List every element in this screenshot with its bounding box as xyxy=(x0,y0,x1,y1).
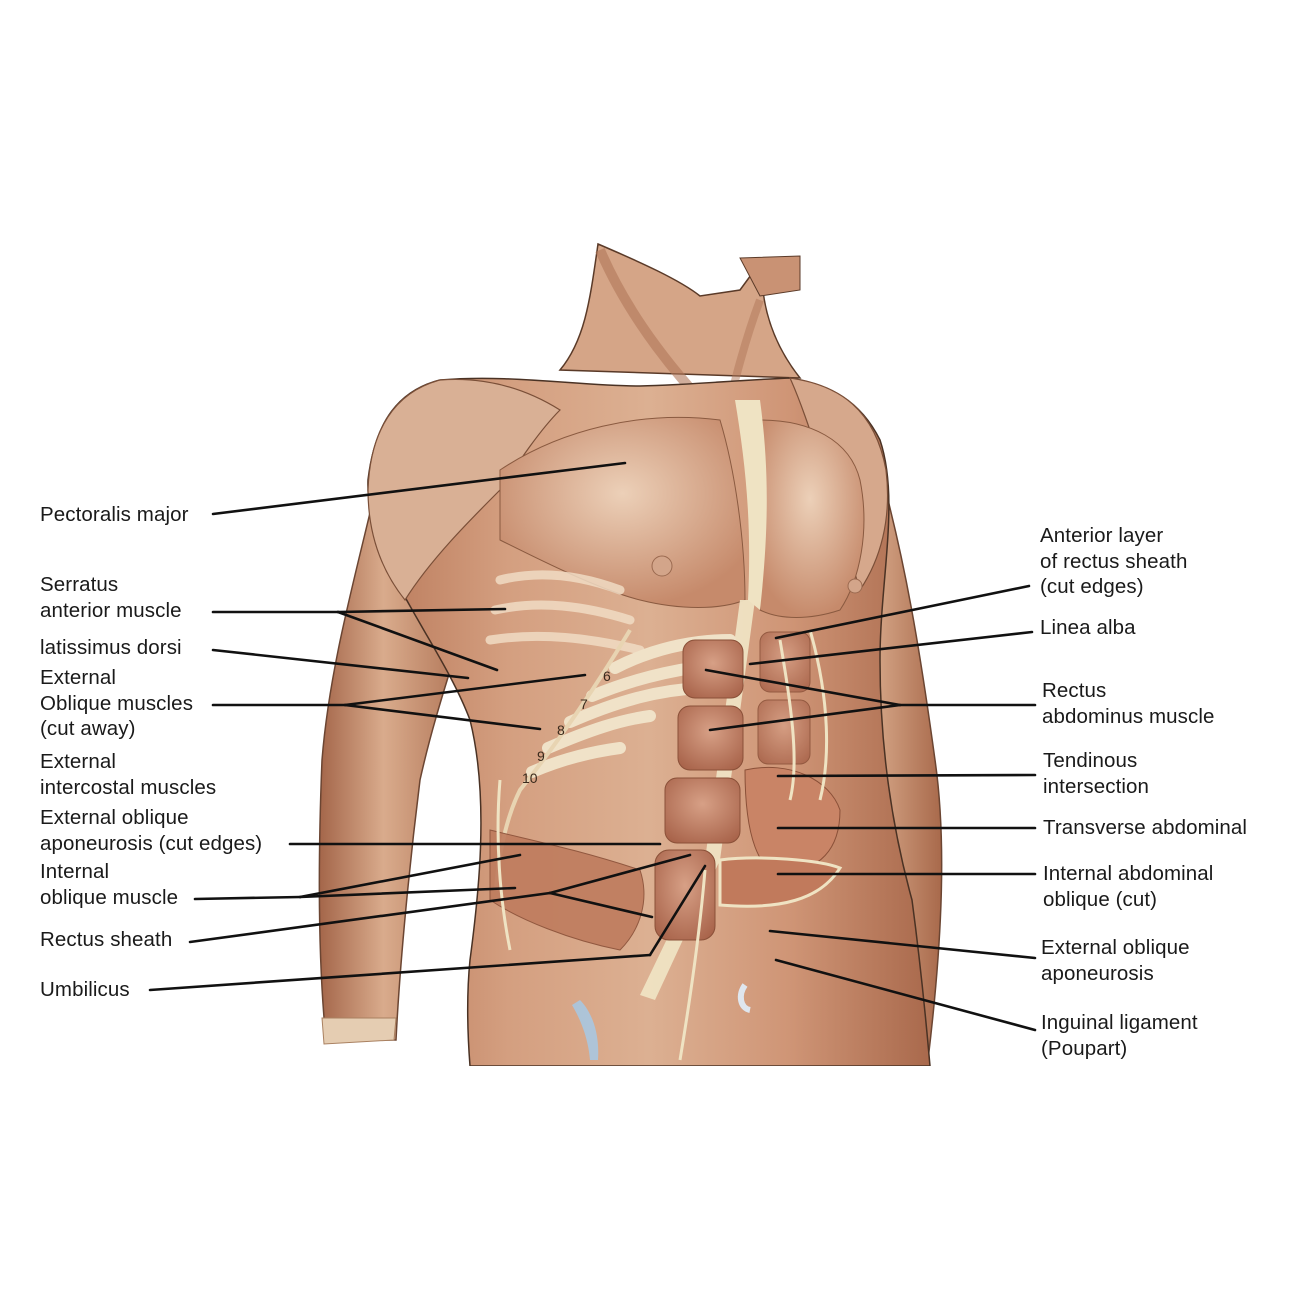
label-rectus-abdominus: Rectus abdominus muscle xyxy=(1042,679,1215,728)
leader-line-rectus-sheath xyxy=(548,891,654,919)
leader-line-umbilicus xyxy=(148,953,652,992)
label-internal-abdominal-oblique-cut: Internal abdominal oblique (cut) xyxy=(1043,862,1214,911)
right-wrist-retinaculum xyxy=(321,1017,397,1045)
label-internal-oblique: Internal oblique muscle xyxy=(40,860,179,909)
leader-line-latissimus-dorsi xyxy=(211,648,470,680)
label-inguinal-ligament: Inguinal ligament (Poupart) xyxy=(1041,1011,1198,1060)
serratus-anterior-slips xyxy=(485,570,645,655)
leader-line-serratus-anterior xyxy=(336,607,507,614)
linea-alba xyxy=(640,600,755,1000)
rib-number-9: 9 xyxy=(537,748,545,764)
leader-line-external-oblique-aponeurosis xyxy=(768,929,1037,960)
label-umbilicus: Umbilicus xyxy=(40,978,130,1001)
label-rectus-sheath: Rectus sheath xyxy=(40,928,173,951)
leader-line-internal-oblique xyxy=(298,853,522,899)
neck xyxy=(558,242,802,379)
internal-oblique-cut-region xyxy=(718,856,843,908)
leader-line-anterior-layer-rectus-sheath xyxy=(774,584,1031,640)
rib-number-10: 10 xyxy=(522,770,538,786)
leader-line-rectus-sheath xyxy=(548,853,692,895)
label-latissimus-dorsi: latissimus dorsi xyxy=(40,636,182,659)
leader-line-internal-oblique xyxy=(193,895,302,901)
right-deltoid xyxy=(367,378,561,602)
rib-number-8: 8 xyxy=(557,722,565,738)
leader-line-umbilicus xyxy=(648,864,707,957)
leader-line-internal-oblique xyxy=(298,886,517,899)
leader-line-linea-alba xyxy=(748,630,1034,666)
label-anterior-layer-rectus-sheath: Anterior layer of rectus sheath (cut edg… xyxy=(1040,524,1188,598)
transverse-abdominal-region xyxy=(744,766,841,876)
superficial-inguinal-ring xyxy=(737,983,752,1013)
label-external-oblique-cut-away: External Oblique muscles (cut away) xyxy=(40,666,194,740)
rib-number-6: 6 xyxy=(603,668,611,684)
rib-number-7: 7 xyxy=(580,696,588,712)
leader-line-tendinous-intersection xyxy=(776,773,1037,778)
label-external-oblique-aponeurosis-cut: External oblique aponeurosis (cut edges) xyxy=(40,806,263,855)
label-serratus-anterior: Serratus anterior muscle xyxy=(40,573,182,622)
label-transverse-abdominal: Transverse abdominal xyxy=(1043,816,1248,839)
leader-line-external-oblique-cut-away xyxy=(343,703,542,731)
label-tendinous-intersection: Tendinous intersection xyxy=(1043,749,1150,798)
leader-line-rectus-sheath xyxy=(188,891,552,944)
label-external-intercostal: External intercostal muscles xyxy=(40,750,217,799)
label-pectoralis-major: Pectoralis major xyxy=(40,503,189,526)
leader-line-pectoralis-major xyxy=(211,461,627,516)
label-linea-alba: Linea alba xyxy=(1040,616,1136,639)
sternum-tendon xyxy=(735,400,767,610)
leader-line-rectus-abdominus xyxy=(704,668,902,707)
right-nipple xyxy=(651,555,673,577)
leader-line-rectus-abdominus xyxy=(708,703,902,732)
leader-line-inguinal-ligament xyxy=(774,958,1037,1032)
leader-line-external-oblique-cut-away xyxy=(343,673,587,707)
left-nipple xyxy=(847,578,863,594)
leader-line-serratus-anterior xyxy=(336,610,499,672)
label-external-oblique-aponeurosis: External oblique aponeurosis xyxy=(1041,936,1190,985)
spermatic-cord-vessels xyxy=(572,1000,599,1060)
chin xyxy=(739,255,801,297)
